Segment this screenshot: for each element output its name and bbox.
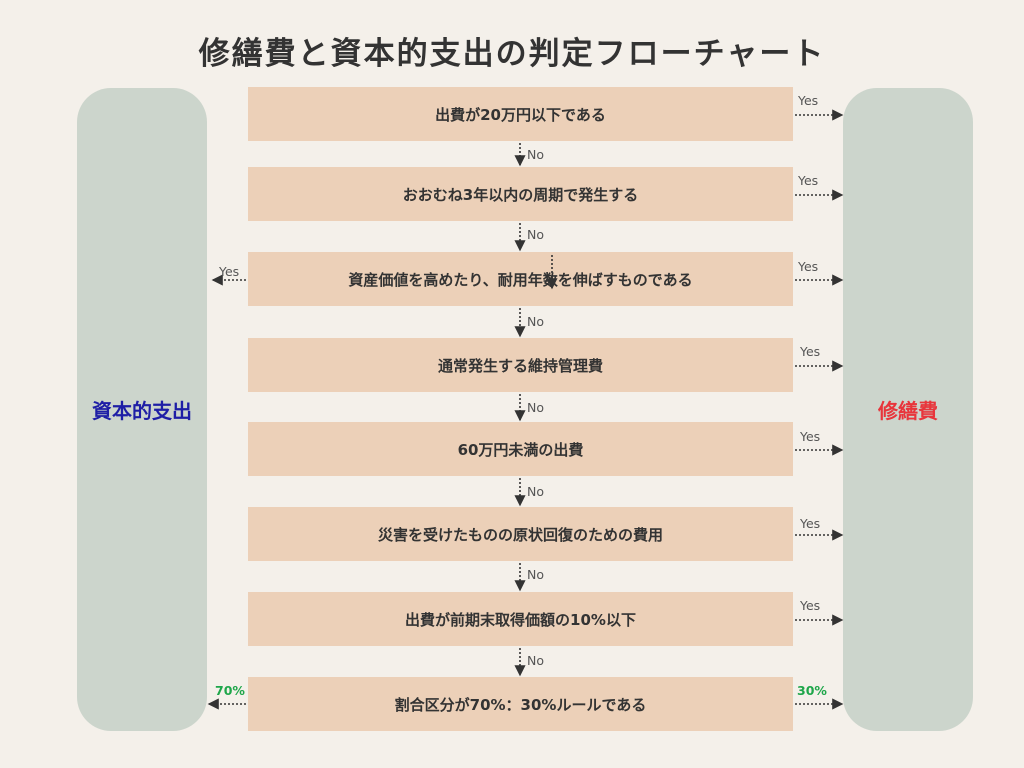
step-box: 60万円未満の出費 <box>248 422 793 476</box>
capital-expenditure-label: 資本的支出 <box>92 399 192 423</box>
yes-label: Yes <box>800 598 821 613</box>
step-label: 資産価値を高めたり、耐用年数を伸ばすものである <box>348 270 693 289</box>
step-box: 災害を受けたものの原状回復のための費用 <box>248 507 793 561</box>
page-title: 修繕費と資本的支出の判定フローチャート <box>198 36 826 72</box>
step-box: 通常発生する維持管理費 <box>248 338 793 392</box>
no-label: No <box>527 653 544 668</box>
no-label: No <box>527 314 544 329</box>
step-label: 割合区分が70%：30%ルールである <box>394 695 647 714</box>
step-box: おおむね3年以内の周期で発生する <box>248 167 793 221</box>
no-label: No <box>527 147 544 162</box>
no-label: No <box>527 567 544 582</box>
repair-expense-label: 修繕費 <box>878 399 938 423</box>
yes-label: Yes <box>800 344 821 359</box>
step-box: 出費が20万円以下である <box>248 87 793 141</box>
step-label: 災害を受けたものの原状回復のための費用 <box>377 525 663 544</box>
repair-expense-result: 修繕費 <box>843 88 973 731</box>
no-label: No <box>527 484 544 499</box>
no-label: No <box>527 400 544 415</box>
step-box: 資産価値を高めたり、耐用年数を伸ばすものである <box>248 252 793 306</box>
no-label: No <box>527 227 544 242</box>
repair-percent-label: 30% <box>797 683 827 698</box>
step-label: 出費が前期末取得価額の10%以下 <box>405 610 636 629</box>
capital-percent-label: 70% <box>215 683 245 698</box>
yes-label: Yes <box>798 259 819 274</box>
yes-label: Yes <box>800 516 821 531</box>
yes-label: Yes <box>219 264 240 279</box>
step-label: 60万円未満の出費 <box>457 440 584 459</box>
step-box: 割合区分が70%：30%ルールである <box>248 677 793 731</box>
step-label: 出費が20万円以下である <box>435 105 606 124</box>
yes-label: Yes <box>798 93 819 108</box>
step-label: 通常発生する維持管理費 <box>437 356 603 375</box>
capital-expenditure-result: 資本的支出 <box>77 88 207 731</box>
step-box: 出費が前期末取得価額の10%以下 <box>248 592 793 646</box>
yes-label: Yes <box>798 173 819 188</box>
yes-label: Yes <box>800 429 821 444</box>
step-label: おおむね3年以内の周期で発生する <box>402 185 639 204</box>
